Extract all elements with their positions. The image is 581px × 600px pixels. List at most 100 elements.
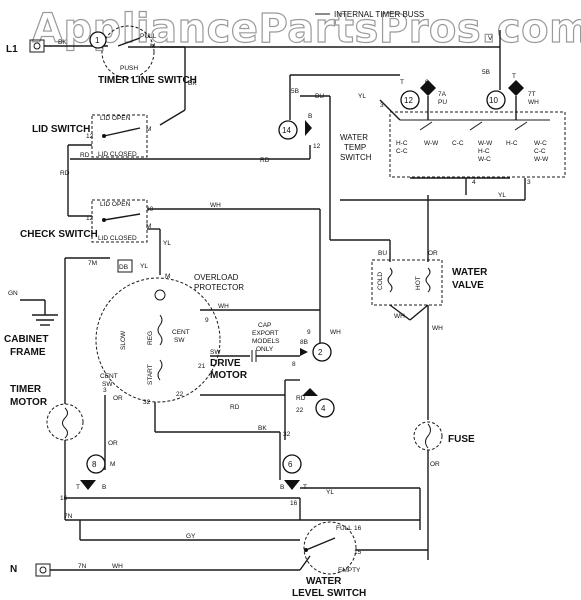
wire-color-or-fuse: OR bbox=[430, 461, 440, 468]
timer-contact-8-number: 8 bbox=[92, 460, 97, 469]
temp-pos-5: W-W bbox=[478, 140, 493, 147]
n-plug-icon bbox=[39, 566, 47, 574]
terminal-4-temp: 4 bbox=[472, 179, 476, 186]
pull-label: PULL bbox=[140, 33, 157, 40]
wire-color-yl-1: YL bbox=[358, 93, 366, 100]
timer-line-switch-circle bbox=[101, 25, 155, 79]
terminal-16-6: 16 bbox=[290, 500, 298, 507]
terminal-7n: 7N bbox=[64, 513, 73, 520]
timer-contact-4 bbox=[315, 398, 335, 418]
level-switch-pivot bbox=[304, 548, 308, 552]
terminal-8b-2: 8B bbox=[300, 339, 308, 346]
terminal-15: 15 bbox=[354, 549, 362, 556]
wire-color-rd-1: RD bbox=[60, 170, 70, 177]
timer-contact-12-number: 12 bbox=[404, 96, 413, 105]
terminal-7a: 7A bbox=[438, 91, 447, 98]
overload-protector-label-2: PROTECTOR bbox=[194, 283, 244, 292]
lid-switch-pivot bbox=[102, 134, 106, 138]
temp-pos-7: W-C bbox=[478, 156, 491, 163]
wire-color-yl-4: YL bbox=[163, 240, 171, 247]
wire-color-wh-1: WH bbox=[210, 202, 221, 209]
push-label: PUSH bbox=[120, 65, 138, 72]
timer-contact-2-number: 2 bbox=[318, 348, 323, 357]
wire-color-v: V bbox=[488, 35, 493, 42]
wire-color-rd-2: RD bbox=[80, 152, 90, 159]
wire-label-tm: 7M bbox=[88, 260, 97, 267]
cent-sw-label-2a: CENT bbox=[100, 373, 118, 380]
water-temp-switch-label-1: WATER bbox=[340, 133, 368, 142]
cap-note-3: MODELS bbox=[252, 338, 280, 345]
bk-to-lid bbox=[159, 109, 186, 126]
terminal-7t: 7T bbox=[528, 91, 536, 98]
wire-color-or-2: OR bbox=[108, 440, 118, 447]
timer-motor-coil-icon bbox=[62, 407, 68, 439]
wire-color-yl-2: YL bbox=[498, 192, 506, 199]
terminal-m-motor: M bbox=[165, 273, 170, 280]
lid-switch-box bbox=[91, 114, 148, 158]
db-label: DB bbox=[119, 264, 128, 271]
full-label: FULL bbox=[336, 525, 352, 532]
temp-blade-1 bbox=[419, 121, 433, 131]
timer-contact-10 bbox=[486, 90, 506, 110]
terminal-m-8: M bbox=[110, 461, 115, 468]
timer-line-switch-label: TIMER LINE SWITCH bbox=[98, 75, 197, 86]
contact-2-terminal bbox=[300, 348, 308, 356]
terminal-t-8: T bbox=[76, 484, 80, 491]
terminal-5b: 5B bbox=[291, 88, 299, 95]
terminal-6-12: 6 bbox=[425, 79, 429, 86]
terminal-t-10: T bbox=[512, 73, 516, 80]
cent-sw-label-2b: SW bbox=[102, 381, 113, 388]
wire-color-rd-3: RD bbox=[260, 157, 270, 164]
check-lid-open-label: LID OPEN bbox=[100, 201, 131, 208]
drive-motor-label-1: DRIVE bbox=[210, 358, 241, 369]
temp-pos-4: C-C bbox=[452, 140, 464, 147]
timer-contact-6-number: 6 bbox=[288, 460, 293, 469]
water-valve-label-1: WATER bbox=[452, 267, 488, 278]
wire-color-yl-3: YL bbox=[140, 263, 148, 270]
temp-pos-2: C-C bbox=[396, 148, 408, 155]
check-switch-label: CHECK SWITCH bbox=[20, 229, 98, 240]
wire-color-pu: PU bbox=[438, 99, 447, 106]
wire-color-wh-4: WH bbox=[330, 329, 341, 336]
terminal-7n-bottom: 7N bbox=[78, 563, 87, 570]
timer-contact-4-number: 4 bbox=[321, 404, 326, 413]
check-switch-blade bbox=[103, 213, 141, 221]
wire-color-br: SW bbox=[210, 349, 221, 356]
yl-to-temp bbox=[379, 99, 401, 121]
terminal-16-tm: 16 bbox=[60, 495, 68, 502]
fuse-element-icon bbox=[425, 423, 431, 449]
lid-12-label: 12 bbox=[86, 133, 94, 140]
check-lid-closed-label: LID CLOSED bbox=[98, 235, 137, 242]
cabinet-frame-label-1: CABINET bbox=[4, 334, 48, 345]
contact-4-terminal bbox=[302, 388, 318, 396]
wire-color-or-motor: OR bbox=[113, 395, 123, 402]
temp-blade-2 bbox=[469, 121, 483, 131]
start-label: START bbox=[147, 364, 154, 385]
timer-contact-14 bbox=[278, 120, 298, 140]
water-temp-switch-label-2: TEMP bbox=[344, 143, 366, 152]
sw-terminal-label: M bbox=[150, 43, 155, 50]
terminal-b-8: B bbox=[102, 484, 106, 491]
l1-plug-icon bbox=[33, 42, 41, 50]
timer-line-switch-blade bbox=[117, 37, 141, 47]
cap-note-4: ONLY bbox=[256, 346, 274, 353]
wire-color-bk-1: BK bbox=[58, 39, 67, 46]
cabinet-frame-label-2: FRAME bbox=[10, 347, 46, 358]
wire-color-bu-2: BU bbox=[378, 250, 387, 257]
temp-pos-10: C-C bbox=[534, 148, 546, 155]
fuse-label: FUSE bbox=[448, 434, 475, 445]
wire-color-wh-temp: WH bbox=[528, 99, 539, 106]
terminal-32-6: 32 bbox=[283, 431, 291, 438]
wire-color-wh-5: WH bbox=[112, 563, 123, 570]
wire-color-bk-2: BK bbox=[188, 80, 197, 87]
n-to-level bbox=[299, 555, 311, 571]
internal-timer-buss-label: INTERNAL TIMER BUSS bbox=[334, 10, 424, 19]
cap-note-2: EXPORT bbox=[252, 330, 279, 337]
contact-14-terminal bbox=[305, 120, 312, 136]
wire-color-gy: GY bbox=[186, 533, 196, 540]
contact-12-terminal bbox=[420, 80, 436, 96]
wire-color-gn: GN bbox=[8, 290, 18, 297]
terminal-b-6: B bbox=[280, 484, 284, 491]
check-m-label: M bbox=[146, 223, 151, 230]
